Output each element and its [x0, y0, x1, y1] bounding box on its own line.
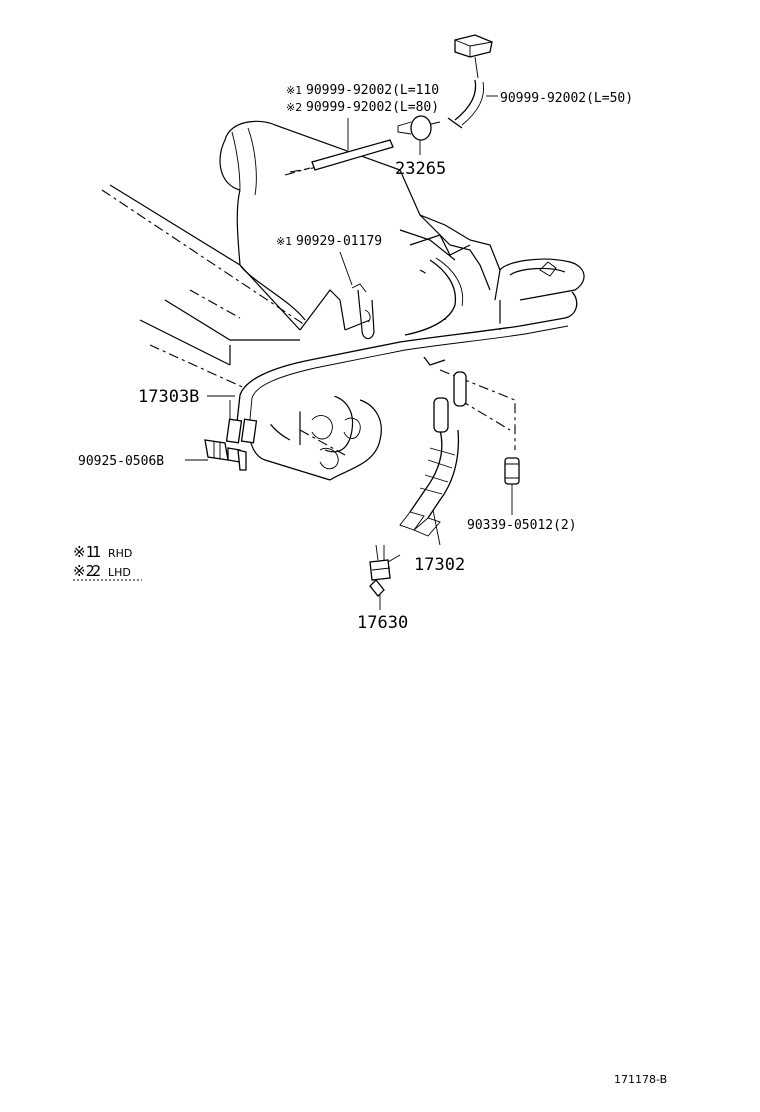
mark-small-3: ※1 [276, 235, 292, 248]
part-labels: ※1 90999-92002(L=110 ※2 90999-92002(L=80… [78, 83, 633, 633]
joint-90339-05012 [504, 457, 520, 485]
clamp-90929-01179 [351, 283, 375, 340]
legend-code-2: 2 [92, 562, 101, 580]
top-hose-assembly [284, 34, 493, 176]
legend-text-rhd: RHD [108, 547, 132, 560]
mark-small-2: ※2 [286, 101, 302, 114]
label-90999-92002-l50: 90999-92002(L=50) [500, 91, 633, 106]
vacuum-hose-17303b [225, 257, 578, 444]
vsv-17630 [369, 544, 401, 597]
vacuum-hose-17302 [399, 371, 467, 537]
legend-mark-2: ※2 [73, 562, 95, 580]
figure-code: 171178-B [614, 1073, 667, 1086]
label-90925-0506b: 90925-0506B [78, 454, 164, 469]
label-90999-92002-l110: 90999-92002(L=110 [306, 83, 439, 98]
union-90925-0506b [204, 439, 247, 471]
label-23265: 23265 [395, 159, 446, 179]
label-90339-05012: 90339-05012(2) [467, 518, 577, 533]
leader-lines [185, 95, 513, 610]
legend-mark-1: ※1 [73, 543, 95, 561]
engine-body-outline [101, 120, 585, 481]
label-90999-92002-l80: 90999-92002(L=80) [306, 100, 439, 115]
legend: ※1 1 RHD ※2 2 LHD [73, 543, 142, 581]
label-17303b: 17303B [138, 387, 199, 407]
label-17302: 17302 [414, 555, 465, 575]
label-17630: 17630 [357, 613, 408, 633]
label-90929-01179: 90929-01179 [296, 234, 382, 249]
legend-text-lhd: LHD [108, 566, 131, 579]
legend-code-1: 1 [92, 543, 101, 561]
mark-small-1: ※1 [286, 84, 302, 97]
